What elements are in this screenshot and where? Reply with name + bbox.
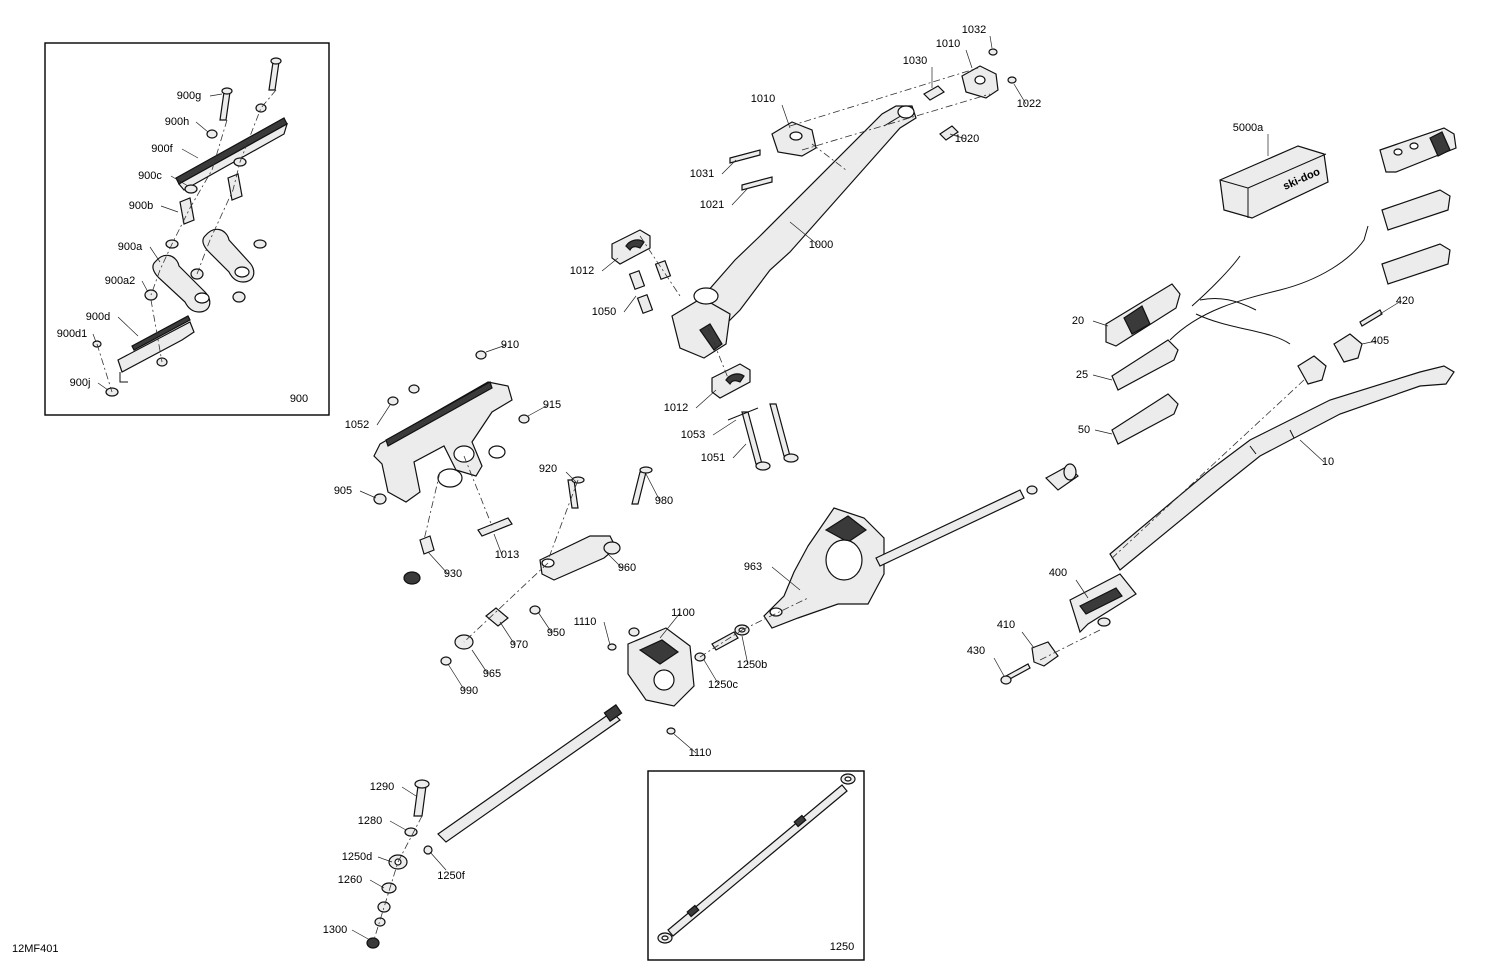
callout-1010b: 1010 bbox=[751, 93, 775, 105]
callout-1032: 1032 bbox=[962, 24, 986, 36]
callout-920: 920 bbox=[539, 463, 557, 475]
drawing-id: 12MF401 bbox=[12, 943, 58, 955]
callout-1010a: 1010 bbox=[936, 38, 960, 50]
callout-900c: 900c bbox=[138, 170, 162, 182]
callout-1300: 1300 bbox=[323, 924, 347, 936]
callout-1110b: 1110 bbox=[689, 747, 712, 759]
callout-25: 25 bbox=[1076, 369, 1088, 381]
callout-960: 960 bbox=[618, 562, 636, 574]
assembly-900-drawing bbox=[92, 57, 288, 397]
callout-990: 990 bbox=[460, 685, 478, 697]
callout-900h: 900h bbox=[165, 116, 189, 128]
callout-1031: 1031 bbox=[690, 168, 714, 180]
callout-1053: 1053 bbox=[681, 429, 705, 441]
callout-1250b: 1250b bbox=[737, 659, 768, 671]
callout-405: 405 bbox=[1371, 335, 1389, 347]
callout-950: 950 bbox=[547, 627, 565, 639]
callout-1250f: 1250f bbox=[437, 870, 465, 882]
grips-and-pad-drawing: ski-doo bbox=[1105, 127, 1457, 445]
detail-frame-900 bbox=[44, 42, 330, 416]
callout-1012b: 1012 bbox=[664, 402, 688, 414]
callout-1021: 1021 bbox=[700, 199, 724, 211]
callout-915: 915 bbox=[543, 399, 561, 411]
callout-1260: 1260 bbox=[338, 874, 362, 886]
callout-1280: 1280 bbox=[358, 815, 382, 827]
callout-1050: 1050 bbox=[592, 306, 616, 318]
callout-900a2: 900a2 bbox=[105, 275, 136, 287]
callout-1022: 1022 bbox=[1017, 98, 1041, 110]
callout-910: 910 bbox=[501, 339, 519, 351]
callout-900b: 900b bbox=[129, 200, 153, 212]
handlebar-1000-drawing bbox=[611, 48, 1017, 471]
callout-1100: 1100 bbox=[671, 607, 695, 619]
callout-430: 430 bbox=[967, 645, 985, 657]
steering-rod-1250-drawing bbox=[657, 773, 856, 944]
callout-50: 50 bbox=[1078, 424, 1090, 436]
callout-900g: 900g bbox=[177, 90, 201, 102]
linkage-960-drawing bbox=[440, 466, 653, 666]
detail-frame-1250 bbox=[647, 770, 865, 961]
leader-lines bbox=[92, 35, 1402, 941]
callout-20: 20 bbox=[1072, 315, 1084, 327]
callout-1250c: 1250c bbox=[708, 679, 738, 691]
callout-900j: 900j bbox=[70, 377, 91, 389]
handlebar-10-drawing bbox=[1000, 309, 1455, 685]
callout-1020: 1020 bbox=[955, 133, 979, 145]
callout-400: 400 bbox=[1049, 567, 1067, 579]
callout-1052: 1052 bbox=[345, 419, 369, 431]
callout-10: 10 bbox=[1322, 456, 1334, 468]
callout-420: 420 bbox=[1396, 295, 1414, 307]
callout-1250d: 1250d bbox=[342, 851, 373, 863]
steering-column-drawing bbox=[366, 463, 1079, 949]
steering-support-drawing bbox=[373, 350, 530, 585]
callout-900: 900 bbox=[290, 393, 308, 405]
callout-980: 980 bbox=[655, 495, 673, 507]
callout-1250: 1250 bbox=[830, 941, 854, 953]
callout-410: 410 bbox=[997, 619, 1015, 631]
callout-965: 965 bbox=[483, 668, 501, 680]
callout-963: 963 bbox=[744, 561, 762, 573]
callout-1000: 1000 bbox=[809, 239, 833, 251]
callout-1030: 1030 bbox=[903, 55, 927, 67]
callout-5000a: 5000a bbox=[1233, 122, 1264, 134]
callout-900d1: 900d1 bbox=[57, 328, 88, 340]
callout-1110a: 1110 bbox=[574, 616, 597, 628]
callout-930: 930 bbox=[444, 568, 462, 580]
callout-1051: 1051 bbox=[701, 452, 725, 464]
callout-labels: 900g 900h 900f 900c 900b 900a 900a2 900d 900d1 90… bbox=[57, 24, 1414, 953]
callout-970: 970 bbox=[510, 639, 528, 651]
callout-900f: 900f bbox=[151, 143, 173, 155]
callout-905: 905 bbox=[334, 485, 352, 497]
callout-900a: 900a bbox=[118, 241, 143, 253]
callout-900d: 900d bbox=[86, 311, 110, 323]
callout-1012a: 1012 bbox=[570, 265, 594, 277]
callout-1013: 1013 bbox=[495, 549, 519, 561]
callout-1290: 1290 bbox=[370, 781, 394, 793]
